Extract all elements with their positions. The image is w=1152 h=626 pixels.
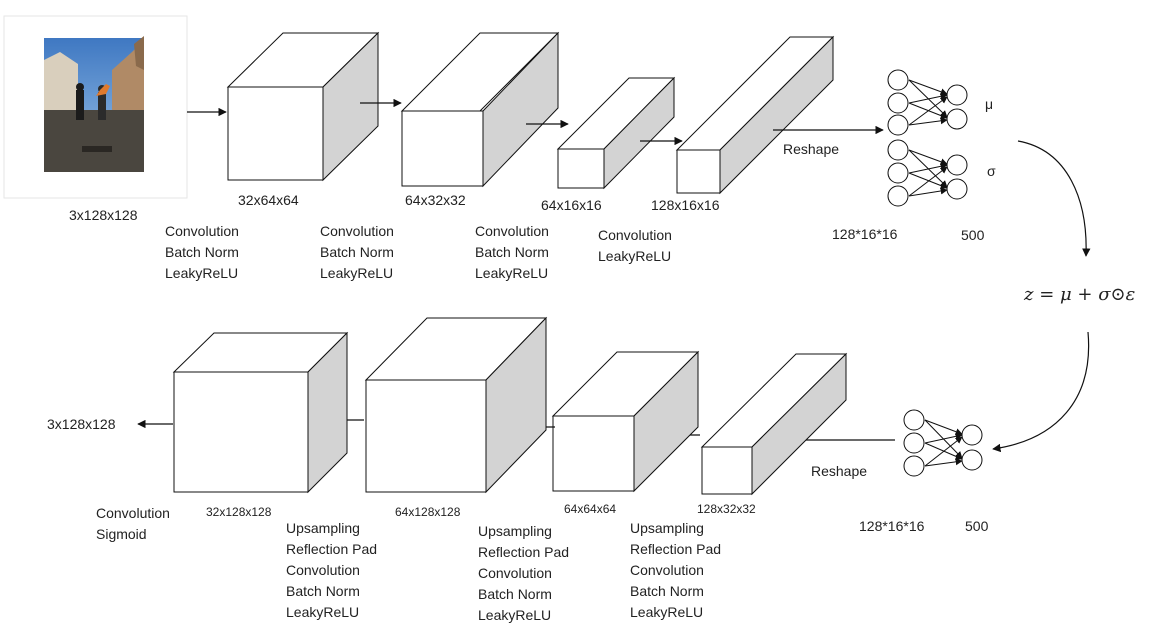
- encoder-block-2: [400, 31, 560, 188]
- mu-label: μ: [985, 96, 994, 112]
- op-label: Reflection Pad: [286, 541, 378, 557]
- decoder-block-4-dims: 32x128x128: [206, 505, 272, 519]
- encoder-block-3: [556, 76, 676, 190]
- decoder-block-4-ops: Convolution Sigmoid: [96, 503, 170, 545]
- encoder-latent-label: 500: [961, 227, 985, 243]
- input-label: 3x128x128: [69, 207, 138, 223]
- op-label: LeakyReLU: [598, 248, 672, 264]
- op-label: Convolution: [286, 562, 360, 578]
- op-label: Convolution: [165, 223, 239, 239]
- decoder-block-2: [551, 350, 700, 493]
- mu-head: [887, 69, 968, 136]
- op-label: Convolution: [96, 505, 170, 521]
- op-label: Convolution: [320, 223, 394, 239]
- encoder-block-1-dims: 32x64x64: [238, 192, 299, 208]
- decoder-block-1-dims: 128x32x32: [697, 502, 756, 516]
- op-label: LeakyReLU: [475, 265, 549, 281]
- sampling-arrow-in: [1017, 140, 1091, 257]
- op-label: Batch Norm: [165, 244, 239, 260]
- decoder-block-1-ops: Upsampling Reflection Pad Convolution Ba…: [630, 518, 721, 623]
- op-label: Upsampling: [286, 520, 360, 536]
- decoder-block-3-ops: Upsampling Reflection Pad Convolution Ba…: [286, 518, 377, 623]
- op-label: Convolution: [475, 223, 549, 239]
- decoder-block-2-ops: Upsampling Reflection Pad Convolution Ba…: [478, 521, 569, 626]
- encoder-reshape-label: Reshape: [783, 141, 840, 157]
- encoder-block-4-dims: 128x16x16: [651, 197, 720, 213]
- op-label: Sigmoid: [96, 526, 147, 542]
- encoder-block-4-ops: Convolution LeakyReLU: [598, 225, 672, 267]
- encoder-latent-network: [887, 69, 968, 207]
- decoder-block-4: [172, 331, 349, 494]
- op-label: LeakyReLU: [320, 265, 394, 281]
- reparameterization-formula: z = μ + σ⊙ε: [1024, 284, 1136, 305]
- op-label: LeakyReLU: [478, 607, 552, 623]
- op-label: Reflection Pad: [630, 541, 722, 557]
- decoder-latent-network: [903, 409, 983, 477]
- op-label: Convolution: [478, 565, 552, 581]
- decoder-block-3: [364, 316, 548, 494]
- op-label: Batch Norm: [478, 586, 552, 602]
- sigma-label: σ: [987, 163, 996, 179]
- encoder-block-4: [675, 35, 835, 195]
- op-label: Convolution: [598, 227, 672, 243]
- op-label: LeakyReLU: [286, 604, 360, 620]
- sampling-arrow-out: [992, 331, 1090, 453]
- op-label: Reflection Pad: [478, 544, 570, 560]
- encoder-flat-label: 128*16*16: [832, 226, 898, 242]
- decoder-flat-label: 128*16*16: [859, 518, 925, 534]
- encoder-block-3-dims: 64x16x16: [541, 197, 602, 213]
- op-label: Batch Norm: [320, 244, 394, 260]
- encoder-block-2-dims: 64x32x32: [405, 192, 466, 208]
- input-image: [3, 15, 188, 199]
- encoder-block-1: [226, 31, 380, 182]
- decoder-latent-label: 500: [965, 518, 989, 534]
- op-label: Batch Norm: [630, 583, 704, 599]
- op-label: LeakyReLU: [630, 604, 704, 620]
- encoder-block-3-ops: Convolution Batch Norm LeakyReLU: [475, 221, 549, 284]
- sigma-head: [887, 139, 968, 207]
- op-label: Batch Norm: [286, 583, 360, 599]
- op-label: Upsampling: [630, 520, 704, 536]
- decoder-reshape-label: Reshape: [811, 463, 868, 479]
- decoder-block-1: [700, 352, 848, 496]
- encoder-block-2-ops: Convolution Batch Norm LeakyReLU: [320, 221, 394, 284]
- op-label: LeakyReLU: [165, 265, 239, 281]
- decoder-block-3-dims: 64x128x128: [395, 505, 461, 519]
- op-label: Batch Norm: [475, 244, 549, 260]
- output-label: 3x128x128: [47, 416, 116, 432]
- op-label: Upsampling: [478, 523, 552, 539]
- encoder-block-1-ops: Convolution Batch Norm LeakyReLU: [165, 221, 239, 284]
- op-label: Convolution: [630, 562, 704, 578]
- decoder-block-2-dims: 64x64x64: [564, 502, 617, 516]
